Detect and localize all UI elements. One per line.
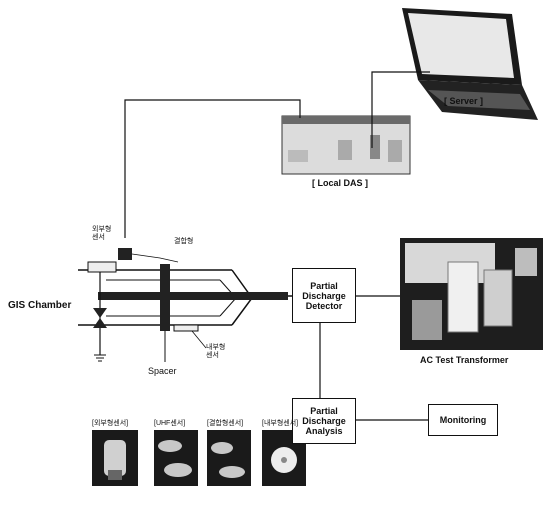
coupler-label: 결합형	[174, 238, 193, 246]
bottom-sensor-label: 내부형 센서	[206, 344, 225, 360]
ac-test-transformer-label: AC Test Transformer	[420, 355, 508, 365]
monitoring-box: Monitoring	[428, 404, 498, 436]
server-label: [ Server ]	[444, 96, 483, 106]
sensor-photo-label: [결합형센서]	[207, 420, 243, 428]
partial-discharge-detector-box: Partial Discharge Detector	[292, 268, 356, 323]
sensor-photo-label: [내부형센서]	[262, 420, 298, 428]
partial-discharge-analysis-box: Partial Discharge Analysis	[292, 398, 356, 444]
local-das-label: [ Local DAS ]	[312, 178, 368, 188]
local-das-image	[282, 116, 410, 174]
spacer-label: Spacer	[148, 366, 177, 376]
gis-chamber-drawing	[78, 248, 288, 362]
ac-test-transformer-image	[400, 238, 543, 350]
gis-chamber-label: GIS Chamber	[8, 301, 71, 311]
sensor-photo-label: [UHF센서]	[154, 420, 185, 428]
sensor-photo-label: [외부형센서]	[92, 420, 128, 428]
top-sensor-label: 외부형 센서	[92, 226, 111, 242]
sensor-photo-thumbnails	[92, 430, 306, 486]
